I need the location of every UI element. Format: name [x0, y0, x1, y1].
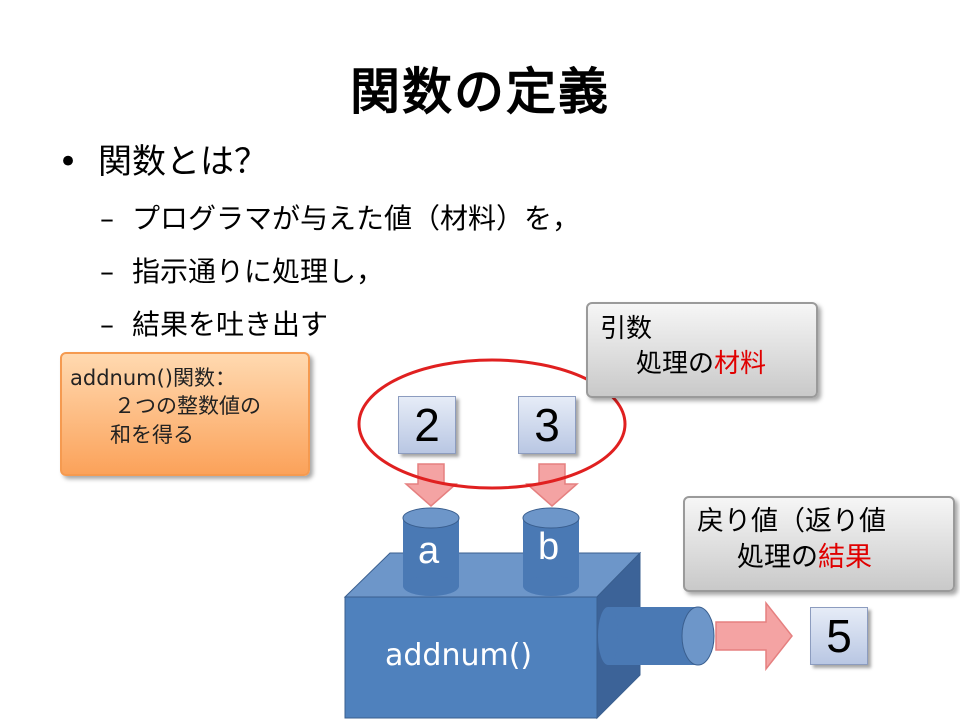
sub-item-text: 指示通りに処理し，	[132, 255, 385, 288]
sub-item-1: –プログラマが与えた値（材料）を，	[100, 197, 580, 237]
args-highlight-ellipse	[357, 358, 627, 490]
param-a-label: a	[418, 530, 440, 572]
sub-item-text: プログラマが与えた値（材料）を，	[132, 202, 581, 235]
sub-item-2: –指示通りに処理し，	[100, 250, 384, 290]
args-title: 引数	[600, 314, 653, 344]
arrow-down-a-icon	[404, 463, 458, 507]
page-title: 関数の定義	[350, 63, 610, 121]
main-bullet: • 関数とは？	[58, 134, 268, 183]
args-desc-highlight: 材料	[714, 349, 767, 380]
args-box: 引数 処理の材料	[586, 302, 818, 398]
return-value-box: 戻り値（返り値 処理の結果	[683, 496, 955, 592]
output-card-5: 5	[810, 607, 868, 665]
function-box-front	[344, 596, 598, 719]
input-card-2: 2	[398, 396, 456, 454]
arrow-right-icon	[715, 600, 793, 672]
sub-item-3: –結果を吐き出す	[100, 303, 328, 343]
sub-item-dash: –	[100, 308, 114, 341]
note-line-1: addnum()関数：	[70, 366, 236, 390]
function-description-box: addnum()関数： ２つの整数値の 和を得る	[60, 352, 310, 476]
sub-item-text: 結果を吐き出す	[132, 308, 329, 341]
args-desc-prefix: 処理の	[636, 349, 715, 380]
note-line-2: ２つの整数値の	[114, 394, 261, 419]
param-cylinder-b	[522, 507, 580, 596]
output-cylinder	[598, 606, 715, 666]
param-b-label: b	[538, 526, 560, 568]
function-box-label: addnum()	[385, 638, 533, 673]
note-line-3: 和を得る	[110, 422, 194, 447]
return-desc-highlight: 結果	[818, 542, 872, 574]
return-description: 処理の結果	[697, 540, 953, 576]
input-card-3: 3	[518, 396, 576, 454]
param-cylinder-a	[402, 507, 460, 596]
return-title: 戻り値（返り値	[697, 506, 886, 537]
bullet-text: 関数とは？	[98, 142, 268, 182]
bullet-dot: •	[58, 142, 79, 182]
args-description: 処理の材料	[600, 347, 816, 382]
sub-item-dash: –	[100, 202, 114, 235]
return-desc-prefix: 処理の	[737, 542, 818, 574]
function-box-top	[343, 552, 642, 598]
sub-item-dash: –	[100, 255, 114, 288]
